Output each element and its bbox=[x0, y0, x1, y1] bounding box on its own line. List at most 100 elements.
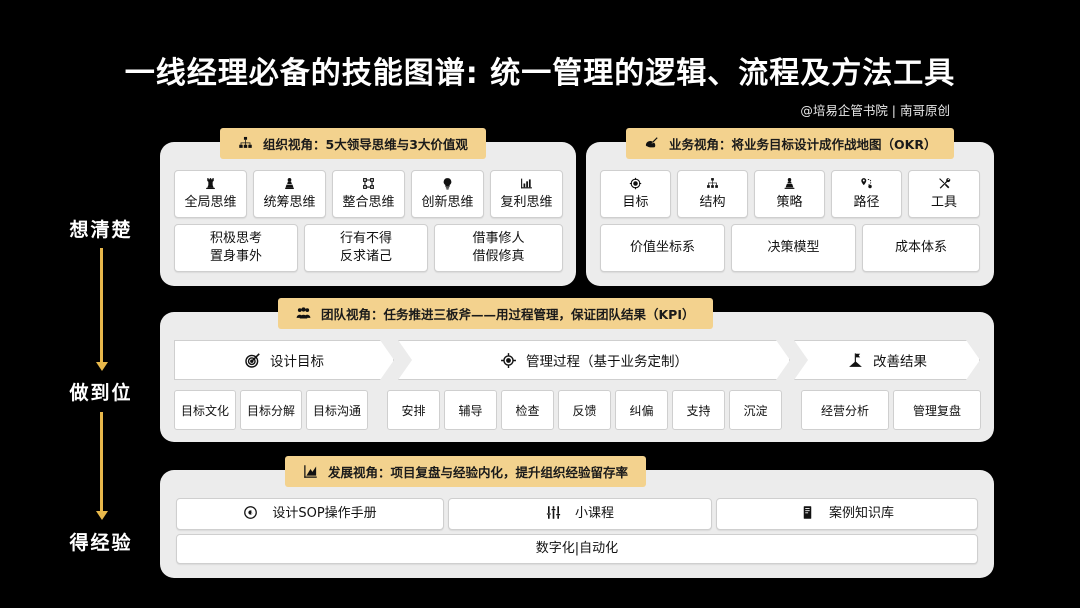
card-footer-digital[interactable]: 数字化|自动化 bbox=[176, 534, 978, 564]
tools-icon bbox=[938, 177, 951, 190]
team-tag-2-7[interactable]: 沉淀 bbox=[729, 390, 782, 430]
team-tag-2-1[interactable]: 安排 bbox=[387, 390, 440, 430]
card-business-5[interactable]: 工具 bbox=[908, 170, 980, 218]
org-hierarchy-icon bbox=[238, 136, 253, 151]
stage-rail: 想清楚 做到位 得经验 bbox=[46, 130, 156, 580]
card-value-2-line2: 反求诸己 bbox=[339, 249, 392, 264]
badge-development: 发展视角：项目复盘与经验内化，提升组织经验留存率 bbox=[285, 456, 647, 487]
dartboard-icon bbox=[244, 352, 261, 369]
card-thinking-3[interactable]: 整合思维 bbox=[332, 170, 405, 218]
card-value-1[interactable]: 积极思考 置身事外 bbox=[174, 224, 298, 272]
bar-chart-icon bbox=[520, 177, 533, 190]
team-tag-1-3[interactable]: 目标沟通 bbox=[306, 390, 368, 430]
phase-chevron-3[interactable]: 改善结果 bbox=[794, 340, 980, 380]
card-system-1-label: 价值坐标系 bbox=[629, 240, 695, 256]
card-system-1[interactable]: 价值坐标系 bbox=[600, 224, 725, 272]
team-tag-2-6[interactable]: 支持 bbox=[672, 390, 725, 430]
team-tag-3-2[interactable]: 管理复盘 bbox=[893, 390, 981, 430]
growth-chart-icon bbox=[303, 464, 318, 479]
book-icon bbox=[800, 505, 815, 520]
phase-chevron-1-label: 设计目标 bbox=[270, 354, 324, 370]
badge-organization: 组织视角：5大领导思维与3大价值观 bbox=[220, 128, 486, 159]
panel-business: 业务视角：将业务目标设计成作战地图（OKR） 目标 bbox=[586, 128, 994, 286]
badge-development-text: 发展视角：项目复盘与经验内化，提升组织经验留存率 bbox=[328, 465, 629, 480]
stage-arrow-2 bbox=[95, 412, 108, 520]
card-thinking-2[interactable]: 统筹思维 bbox=[253, 170, 326, 218]
card-asset-1-label: 设计SOP操作手册 bbox=[272, 506, 377, 522]
lightbulb-icon bbox=[441, 177, 454, 190]
card-business-3[interactable]: 策略 bbox=[754, 170, 825, 218]
org-chart-icon bbox=[706, 177, 719, 190]
card-thinking-4[interactable]: 创新思维 bbox=[411, 170, 484, 218]
card-value-3-line2: 借假修真 bbox=[472, 249, 525, 264]
card-value-3[interactable]: 借事修人 借假修真 bbox=[434, 224, 563, 272]
badge-team: 团队视角：任务推进三板斧——用过程管理，保证团队结果（KPI） bbox=[278, 298, 713, 329]
card-footer-digital-label: 数字化|自动化 bbox=[535, 541, 619, 557]
card-business-2[interactable]: 结构 bbox=[677, 170, 748, 218]
page-title: 一线经理必备的技能图谱: 统一管理的逻辑、流程及方法工具 bbox=[124, 56, 956, 91]
card-asset-3[interactable]: 案例知识库 bbox=[716, 498, 978, 530]
card-thinking-4-label: 创新思维 bbox=[421, 194, 474, 210]
card-value-1-line1: 积极思考 bbox=[209, 231, 262, 247]
card-system-3-label: 成本体系 bbox=[894, 240, 947, 256]
card-asset-3-label: 案例知识库 bbox=[828, 506, 894, 522]
phase-chevron-1[interactable]: 设计目标 bbox=[174, 340, 394, 380]
crosshair-icon bbox=[500, 352, 517, 369]
team-tag-3-1[interactable]: 经营分析 bbox=[801, 390, 889, 430]
card-business-1-label: 目标 bbox=[622, 194, 649, 210]
card-thinking-1[interactable]: 全局思维 bbox=[174, 170, 247, 218]
badge-business: 业务视角：将业务目标设计成作战地图（OKR） bbox=[626, 128, 955, 159]
title-block: 一线经理必备的技能图谱: 统一管理的逻辑、流程及方法工具 @培易企管书院 | 南… bbox=[0, 48, 1080, 119]
card-business-4[interactable]: 路径 bbox=[831, 170, 902, 218]
team-tag-2-2[interactable]: 辅导 bbox=[444, 390, 497, 430]
card-system-2-label: 决策模型 bbox=[767, 240, 820, 256]
card-thinking-5[interactable]: 复利思维 bbox=[490, 170, 563, 218]
panel-development: 发展视角：项目复盘与经验内化，提升组织经验留存率 设计SOP操作手册 bbox=[160, 456, 994, 578]
goal-target-icon bbox=[629, 177, 642, 190]
panel-organization: 组织视角：5大领导思维与3大价值观 全局思维 统筹思维 bbox=[160, 128, 576, 286]
card-value-2-line1: 行有不得 bbox=[339, 231, 392, 247]
card-value-2[interactable]: 行有不得 反求诸己 bbox=[304, 224, 428, 272]
page-subtitle: @培易企管书院 | 南哥原创 bbox=[800, 103, 950, 118]
chess-pawn-icon bbox=[283, 177, 296, 190]
card-business-3-label: 策略 bbox=[776, 194, 803, 210]
stage-arrow-1 bbox=[95, 248, 108, 371]
card-business-5-label: 工具 bbox=[930, 194, 957, 210]
card-asset-1[interactable]: 设计SOP操作手册 bbox=[176, 498, 444, 530]
stage-label-1: 想清楚 bbox=[69, 219, 133, 241]
card-thinking-5-label: 复利思维 bbox=[500, 194, 553, 210]
chess-rook-icon bbox=[204, 177, 217, 190]
team-people-icon bbox=[296, 306, 311, 321]
card-thinking-2-label: 统筹思维 bbox=[263, 194, 316, 210]
compass-icon bbox=[243, 505, 258, 520]
phase-chevron-2-label: 管理过程（基于业务定制） bbox=[526, 354, 688, 370]
team-tag-2-4[interactable]: 反馈 bbox=[558, 390, 611, 430]
badge-team-text: 团队视角：任务推进三板斧——用过程管理，保证团队结果（KPI） bbox=[321, 307, 695, 322]
card-thinking-1-label: 全局思维 bbox=[184, 194, 237, 210]
badge-business-text: 业务视角：将业务目标设计成作战地图（OKR） bbox=[669, 137, 937, 152]
card-asset-2[interactable]: 小课程 bbox=[448, 498, 712, 530]
team-tag-1-1[interactable]: 目标文化 bbox=[174, 390, 236, 430]
card-asset-2-label: 小课程 bbox=[574, 506, 614, 522]
route-pin-icon bbox=[860, 177, 873, 190]
card-value-3-line1: 借事修人 bbox=[472, 231, 525, 247]
card-business-2-label: 结构 bbox=[699, 194, 726, 210]
team-tag-2-5[interactable]: 纠偏 bbox=[615, 390, 668, 430]
card-system-2[interactable]: 决策模型 bbox=[731, 224, 856, 272]
equalizer-icon bbox=[546, 505, 561, 520]
card-business-1[interactable]: 目标 bbox=[600, 170, 671, 218]
card-business-4-label: 路径 bbox=[853, 194, 880, 210]
team-tag-1-2[interactable]: 目标分解 bbox=[240, 390, 302, 430]
card-system-3[interactable]: 成本体系 bbox=[862, 224, 980, 272]
stage-label-2: 做到位 bbox=[69, 382, 133, 404]
card-value-1-line2: 置身事外 bbox=[209, 249, 262, 264]
phase-chevron-2[interactable]: 管理过程（基于业务定制） bbox=[398, 340, 790, 380]
team-tag-2-3[interactable]: 检查 bbox=[501, 390, 554, 430]
integrate-icon bbox=[362, 177, 375, 190]
stage-label-3: 得经验 bbox=[69, 532, 133, 554]
panel-team: 团队视角：任务推进三板斧——用过程管理，保证团队结果（KPI） 设计目标 bbox=[160, 298, 994, 442]
target-arrow-icon bbox=[644, 136, 659, 151]
card-thinking-3-label: 整合思维 bbox=[342, 194, 395, 210]
summit-flag-icon bbox=[847, 352, 864, 369]
